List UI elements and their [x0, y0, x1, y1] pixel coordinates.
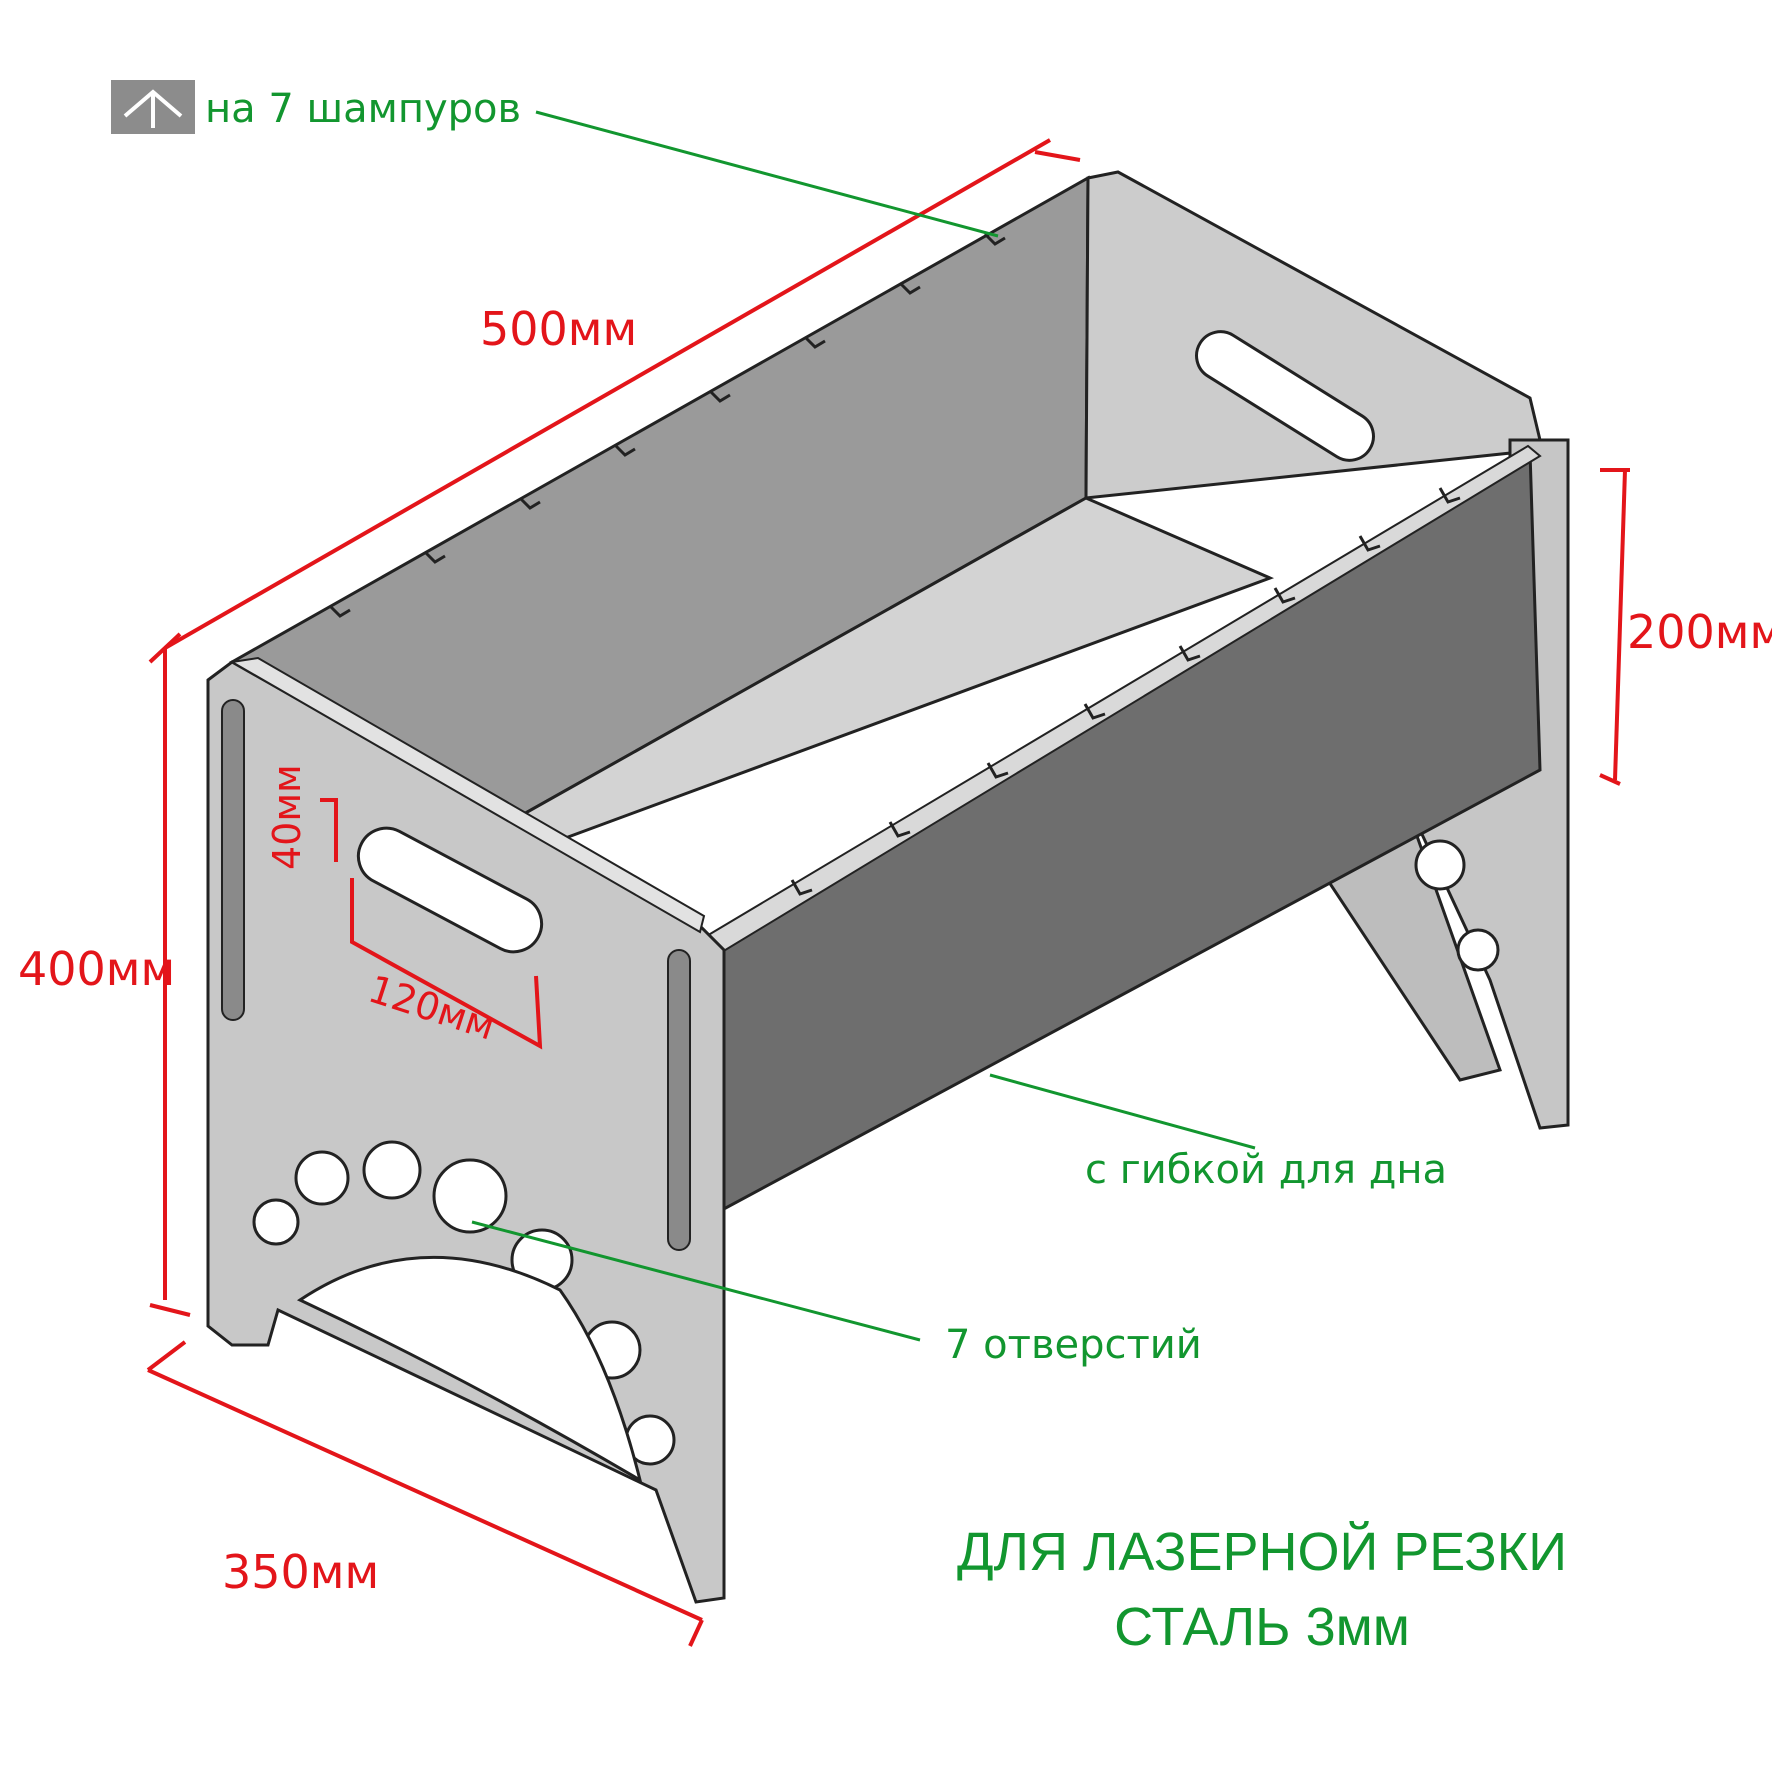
- skewers-note: на 7 шампуров: [205, 86, 521, 132]
- paw-hole: [252, 1198, 300, 1246]
- back-skewer-notches: [328, 232, 1006, 618]
- length-dimension: 500мм: [480, 302, 637, 356]
- right-handle-slot: [1195, 330, 1375, 462]
- title-line-2: СТАЛЬ 3мм: [1114, 1597, 1410, 1657]
- right-end-panel: [1084, 170, 1542, 500]
- dimension-lines: [146, 138, 1630, 1647]
- paw-hole: [294, 1150, 350, 1206]
- left-panel-rim: [229, 656, 706, 934]
- holes-note: 7 отверстий: [945, 1322, 1202, 1368]
- paw-hole: [432, 1158, 508, 1234]
- width-dimension: 350мм: [222, 1545, 379, 1599]
- title-line-1: ДЛЯ ЛАЗЕРНОЙ РЕЗКИ: [957, 1521, 1567, 1582]
- up-arrow-icon: [111, 80, 195, 134]
- left-panel-slot: [221, 699, 245, 1021]
- right-panel-hole: [1414, 839, 1466, 891]
- right-panel-hole: [1456, 928, 1500, 972]
- depth-dimension: 200мм: [1627, 605, 1772, 659]
- left-handle-slot: [356, 826, 544, 954]
- hole-height-dimension: 40мм: [265, 764, 309, 870]
- left-panel-slot: [667, 949, 691, 1251]
- front-skewer-notches: [790, 487, 1461, 896]
- height-dimension: 400мм: [18, 942, 175, 996]
- annotation-leaders: [471, 110, 1256, 1342]
- paw-hole: [362, 1140, 422, 1200]
- paw-arch-cutout: [296, 1255, 643, 1484]
- bottom-bend-note: с гибкой для дна: [1085, 1147, 1447, 1193]
